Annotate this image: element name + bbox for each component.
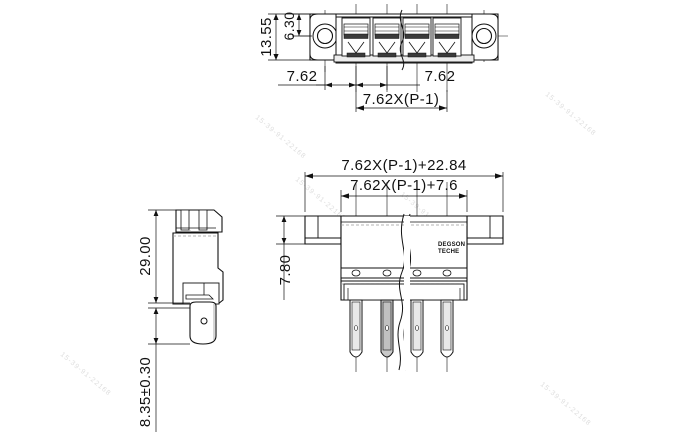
dim-label-pin-length: 8.35±0.30 [137, 357, 154, 427]
top-view-break-line [399, 9, 405, 71]
side-view: 29.00 8.35±0.30 [137, 209, 224, 432]
top-view-pole-cell [372, 17, 402, 58]
side-view-notch [180, 209, 190, 231]
brand-logo-line1: DEGSON [438, 242, 465, 248]
top-view-pole-cell [432, 17, 462, 58]
dim-pitch [356, 66, 420, 90]
dim-label-hole-center-height: 6.30 [281, 12, 297, 41]
dim-label-overall-width: 7.62X(P-1)+22.84 [341, 157, 466, 174]
dim-label-overall-height: 13.55 [258, 17, 275, 57]
top-view: 13.55 6.30 7.62 7.62 [258, 4, 508, 112]
brand-logo: DEGSON TECHE [438, 242, 465, 255]
dim-pin-span [355, 90, 448, 112]
top-view-pole-cell [341, 17, 371, 58]
dim-label-edge-to-first-pin: 7.62 [287, 68, 318, 85]
dim-pin-length [148, 307, 190, 432]
side-view-blade-hole [200, 317, 208, 325]
front-view-pin [440, 299, 454, 358]
mounting-hole-right [475, 27, 493, 45]
side-view-notch [198, 209, 208, 231]
dim-overall-width [304, 172, 504, 212]
front-view-pin [410, 299, 424, 358]
front-view-pin-holes [351, 269, 452, 277]
dim-label-body-height: 29.00 [137, 236, 154, 276]
front-view: DEGSON TECHE 7.62X(P-1)+22.84 7.62X(P-1)… [276, 157, 504, 372]
dim-label-flange-height: 7.80 [277, 255, 294, 286]
top-view-pole-cell [402, 17, 432, 58]
dim-hole-center-height [292, 13, 312, 37]
dim-edge-to-first-pin [278, 66, 357, 90]
front-view-break-line [397, 213, 406, 371]
top-view-pole-cells [341, 17, 462, 58]
front-view-pins [349, 299, 454, 358]
front-view-break-gap [404, 216, 410, 370]
side-view-latch-window [182, 282, 220, 305]
dim-flange-height [276, 215, 305, 300]
front-view-pin [349, 299, 363, 358]
front-view-left-flange [304, 215, 342, 245]
brand-logo-line2: TECHE [438, 249, 459, 255]
front-view-right-flange [466, 215, 504, 245]
dim-label-pin-span: 7.62X(P-1) [363, 91, 440, 108]
front-view-pin [380, 299, 394, 358]
dim-body-width [340, 190, 468, 212]
dim-label-body-width: 7.62X(P-1)+7.6 [350, 177, 458, 194]
side-view-latch-arm [185, 294, 214, 300]
dim-body-height [148, 209, 190, 304]
mounting-hole-left [316, 27, 334, 45]
dim-label-pitch: 7.62 [425, 68, 456, 85]
